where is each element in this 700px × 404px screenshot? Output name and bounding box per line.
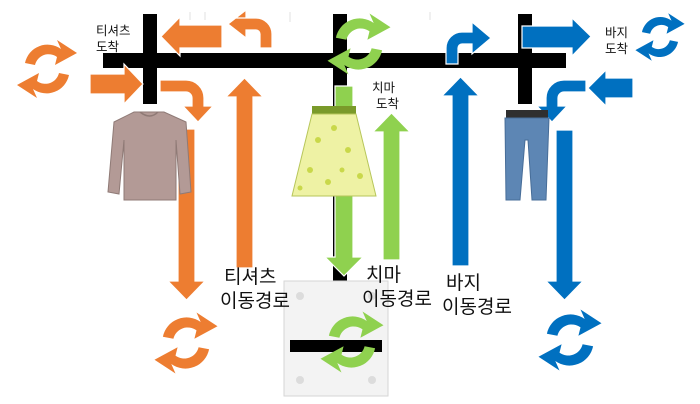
tshirt-hook-arrow <box>159 79 215 123</box>
label-skirt-arrive-line1: 치마 <box>372 80 396 95</box>
label-skirt-route: 치마 이동경로 <box>362 264 432 310</box>
tshirt-arrows <box>89 8 273 301</box>
pants-right-arrow <box>521 16 592 58</box>
tshirt-up-arrow <box>224 77 265 269</box>
pants-top-rotate-icon <box>635 13 685 61</box>
label-pants-arrive-line1: 바지 <box>605 25 628 40</box>
label-tshirt-route-line2: 이동경로 <box>220 290 290 312</box>
background-guides <box>189 12 431 22</box>
pants-up-arrow <box>440 76 481 267</box>
jeans-icon <box>504 110 550 201</box>
left-rail-post <box>143 14 157 104</box>
label-tshirt-arrive-line1: 티셔츠 <box>96 23 131 38</box>
pants-down-arrow <box>544 129 585 301</box>
label-skirt-route-line1: 치마 <box>366 264 401 286</box>
pants-hook-arrow <box>535 79 587 123</box>
label-tshirt-arrive-line2: 도착 <box>96 39 120 54</box>
pants-left-arrow <box>587 68 634 108</box>
label-pants-route-line1: 바지 <box>446 272 481 294</box>
label-tshirt-arrive: 티셔츠 도착 <box>96 23 131 54</box>
tshirt-left-arrow <box>160 15 223 58</box>
label-pants-arrive: 바지 도착 <box>605 25 629 56</box>
sweater-icon <box>107 111 192 201</box>
skirt-up-arrow <box>371 112 412 261</box>
pants-arrows <box>440 16 634 301</box>
label-skirt-route-line2: 이동경로 <box>362 288 432 310</box>
base-device-icon <box>283 280 389 397</box>
label-pants-arrive-line2: 도착 <box>605 41 629 56</box>
tshirt-bottom-rotate-icon <box>154 312 218 374</box>
label-tshirt-route: 티셔츠 이동경로 <box>220 266 290 312</box>
label-pants-route-line2: 이동경로 <box>442 296 512 318</box>
skirt-icon <box>291 106 377 197</box>
label-skirt-arrive: 치마 도착 <box>372 80 400 111</box>
label-skirt-arrive-line2: 도착 <box>376 96 400 111</box>
tshirt-turn-arrow <box>227 8 273 49</box>
tshirt-top-rotate-icon <box>17 40 77 98</box>
label-pants-route: 바지 이동경로 <box>442 272 512 318</box>
tshirt-down-arrow <box>166 128 207 301</box>
pants-turn-arrow <box>445 20 492 65</box>
label-tshirt-route-line1: 티셔츠 <box>224 266 276 288</box>
tshirt-right-arrow <box>89 62 144 106</box>
pants-bottom-rotate-icon <box>538 309 602 371</box>
